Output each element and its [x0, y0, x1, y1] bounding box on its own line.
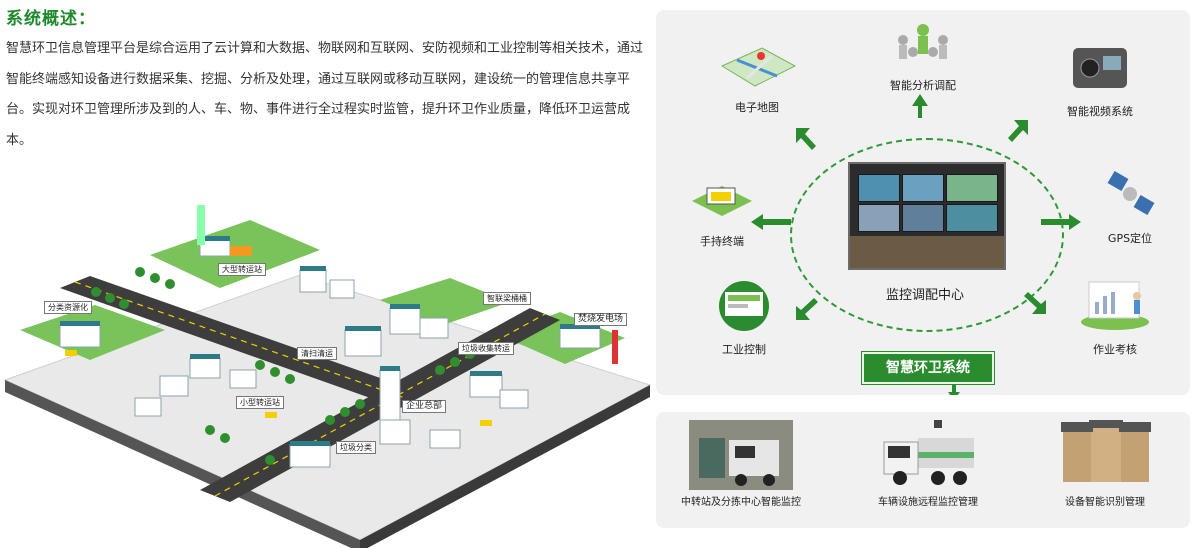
node-industrial: 工业控制: [684, 278, 804, 357]
node-video: 智能视频系统: [1040, 38, 1160, 119]
video-equipment-icon: [1073, 48, 1127, 88]
map-label-sorting: 垃圾分类: [336, 441, 376, 454]
node-analysis: 智能分析调配: [863, 18, 983, 93]
assessment-chart-icon: [1081, 281, 1149, 330]
satellite-icon: [1107, 170, 1155, 216]
node-handheld-label: 手持终端: [700, 235, 744, 248]
node-assessment: 作业考核: [1055, 274, 1175, 357]
map-label-small-station: 小型转运站: [236, 396, 284, 409]
monitoring-center-image: [848, 162, 1006, 270]
node-gps: GPS定位: [1070, 168, 1190, 246]
bottom-equipment-label: 设备智能识别管理: [1065, 497, 1145, 508]
intro-paragraph: 智慧环卫信息管理平台是综合运用了云计算和大数据、物联网和互联网、安防视频和工业控…: [6, 41, 644, 148]
section-title: 系统概述：: [6, 9, 96, 29]
transfer-station-image: [689, 420, 793, 490]
node-gps-label: GPS定位: [1107, 232, 1153, 245]
center-label: 监控调配中心: [885, 288, 964, 303]
industrial-control-icon: [719, 281, 769, 331]
node-assessment-label: 作业考核: [1093, 343, 1137, 356]
node-handheld: 手持终端: [662, 176, 782, 249]
bins-equipment-image: [1061, 420, 1151, 482]
node-emap: 电子地图: [697, 40, 817, 115]
handheld-terminal-icon: [692, 186, 752, 216]
map-label-recycling: 分类资源化: [44, 301, 92, 314]
diagram-arrows: [751, 94, 1081, 395]
city-illustration: [3, 205, 652, 548]
map-label-collection: 垃圾收集转运: [458, 342, 514, 355]
map-icon: [720, 47, 797, 87]
map-label-large-station: 大型转运站: [218, 263, 266, 276]
bottom-transfer-label: 中转站及分拣中心智能监控: [681, 497, 801, 508]
node-video-label: 智能视频系统: [1067, 105, 1133, 118]
map-label-incineration: 焚烧发电场: [574, 313, 628, 326]
system-badge: 智慧环卫系统: [862, 352, 994, 384]
map-label-smart-bin: 智联梁桶桶: [483, 292, 531, 305]
node-industrial-label: 工业控制: [722, 343, 766, 356]
bottom-transfer: 中转站及分拣中心智能监控: [656, 420, 826, 508]
map-label-sweeping: 清扫清运: [297, 347, 337, 360]
node-analysis-label: 智能分析调配: [890, 79, 956, 92]
bottom-vehicle-label: 车辆设施远程监控管理: [878, 497, 978, 508]
map-label-hq: 企业总部: [402, 400, 447, 413]
people-network-icon: [898, 24, 948, 59]
garbage-truck-image: [883, 420, 974, 485]
monitoring-ring: [790, 138, 1064, 332]
node-emap-label: 电子地图: [735, 101, 779, 114]
bottom-equipment: 设备智能识别管理: [1020, 420, 1190, 508]
bottom-vehicle: 车辆设施远程监控管理: [843, 420, 1013, 508]
